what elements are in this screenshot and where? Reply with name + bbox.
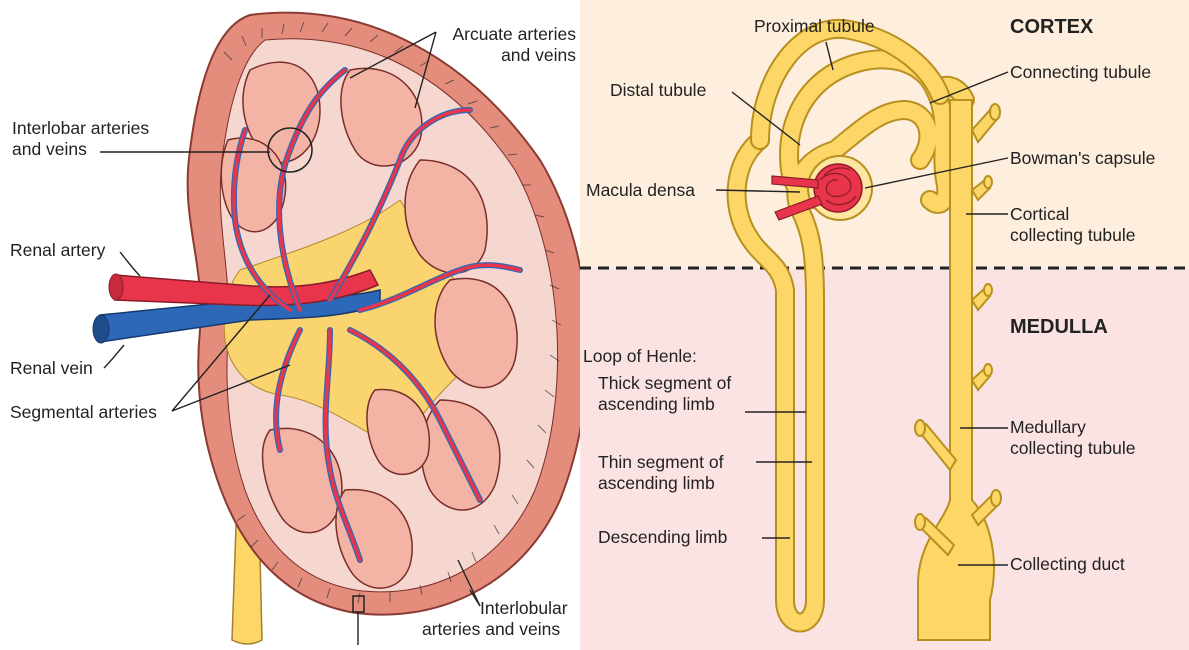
thick-segment-label: Thick segment of ascending limb xyxy=(598,373,731,415)
thin-label-line2: ascending limb xyxy=(598,473,723,494)
arcuate-label-line2: and veins xyxy=(430,45,576,66)
segmental-arteries-label: Segmental arteries xyxy=(10,402,157,423)
proximal-tubule-label: Proximal tubule xyxy=(754,16,875,37)
bowmans-capsule-label: Bowman's capsule xyxy=(1010,148,1155,169)
medullary-label-line2: collecting tubule xyxy=(1010,438,1136,459)
interlobular-label-line1: Interlobular xyxy=(422,598,568,619)
thick-label-line1: Thick segment of xyxy=(598,373,731,394)
cortical-label-line1: Cortical xyxy=(1010,204,1136,225)
medullary-label-line1: Medullary xyxy=(1010,417,1136,438)
arcuate-label-line1: Arcuate arteries xyxy=(430,24,576,45)
interlobar-label-line1: Interlobar arteries xyxy=(12,118,149,139)
interlobar-label: Interlobar arteries and veins xyxy=(12,118,149,160)
renal-artery-label: Renal artery xyxy=(10,240,105,261)
interlobular-label-line2: arteries and veins xyxy=(422,619,568,640)
distal-tubule-label: Distal tubule xyxy=(610,80,706,101)
medulla-heading: MEDULLA xyxy=(1010,316,1108,339)
renal-vein-label: Renal vein xyxy=(10,358,93,379)
connecting-tubule-label: Connecting tubule xyxy=(1010,62,1151,83)
arcuate-label: Arcuate arteries and veins xyxy=(430,24,576,66)
interlobar-label-line2: and veins xyxy=(12,139,149,160)
loop-of-henle-title: Loop of Henle: xyxy=(583,346,697,367)
descending-limb-label: Descending limb xyxy=(598,527,727,548)
cortical-collecting-label: Cortical collecting tubule xyxy=(1010,204,1136,246)
thick-label-line2: ascending limb xyxy=(598,394,731,415)
collecting-duct-label: Collecting duct xyxy=(1010,554,1125,575)
cortical-label-line2: collecting tubule xyxy=(1010,225,1136,246)
interlobular-label: Interlobular arteries and veins xyxy=(422,598,568,640)
medullary-collecting-label: Medullary collecting tubule xyxy=(1010,417,1136,459)
kidney-diagram xyxy=(93,13,588,645)
thin-label-line1: Thin segment of xyxy=(598,452,723,473)
macula-densa-label: Macula densa xyxy=(586,180,695,201)
thin-segment-label: Thin segment of ascending limb xyxy=(598,452,723,494)
cortex-heading: CORTEX xyxy=(1010,16,1093,39)
